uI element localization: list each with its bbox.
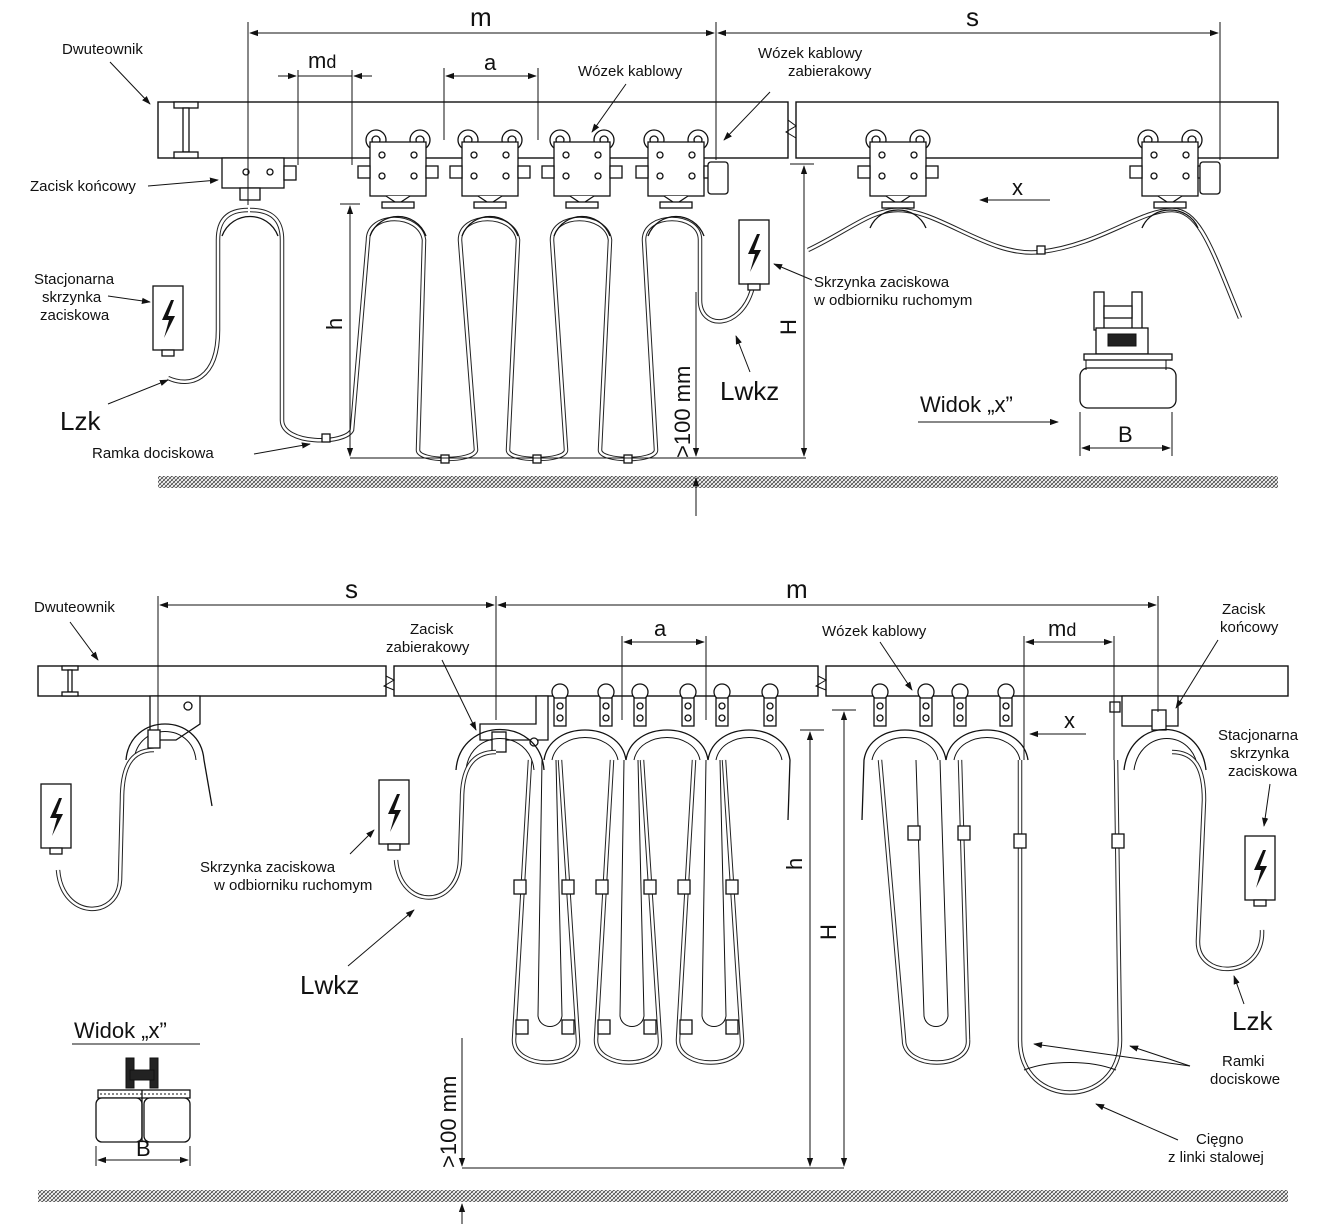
top-dim-s: s [966, 2, 979, 32]
bottom-label-ciegno-1: Cięgno [1196, 1131, 1244, 1148]
bottom-label-ramki-2: dociskowe [1210, 1071, 1280, 1088]
bottom-end-clamp [1109, 695, 1179, 731]
top-ground [158, 476, 1278, 488]
top-label-stac-2: skrzynka [42, 289, 102, 306]
bottom-dim-x: x [1064, 708, 1075, 733]
top-label-dwuteownik: Dwuteownik [62, 41, 143, 58]
top-dim-x: x [1012, 175, 1023, 200]
top-label-skrzynka-1: Skrzynka zaciskowa [814, 274, 950, 291]
bottom-label-wozek-kablowy: Wózek kablowy [822, 623, 927, 640]
top-cable-trolley-3 [541, 129, 623, 209]
bottom-i-beam [37, 665, 387, 697]
bottom-trolley-5 [713, 683, 731, 727]
top-label-stac-1: Stacjonarna [34, 271, 115, 288]
top-dim-h: h [322, 318, 347, 330]
bottom-label-skrzynka-2: w odbiorniku ruchomym [213, 877, 372, 894]
top-mobile-terminal-box [738, 219, 770, 291]
top-dim-min100: >100 mm [670, 366, 695, 458]
bottom-label-lzk: Lzk [1232, 1006, 1273, 1036]
bottom-trolley-9 [951, 683, 969, 727]
bottom-festoon-cable-2 [877, 759, 1123, 1095]
bottom-label-dwuteownik: Dwuteownik [34, 599, 115, 616]
top-end-clamp [221, 157, 297, 201]
bottom-trolley-2 [597, 683, 615, 727]
bottom-label-ramki-1: Ramki [1222, 1053, 1265, 1070]
bottom-towing-clamp [479, 695, 549, 753]
top-festoon-cable [167, 207, 1243, 464]
bottom-diagram: s m a md x h H >100 mm [34, 574, 1299, 1224]
top-towing-trolley [635, 129, 717, 209]
bottom-trolley-10 [997, 683, 1015, 727]
top-view-x-drawing [1079, 291, 1177, 456]
bottom-label-zacisk-konc-2: końcowy [1220, 619, 1279, 636]
bottom-label-stac-1: Stacjonarna [1218, 727, 1299, 744]
bottom-label-lwkz: Lwkz [300, 970, 359, 1000]
top-label-zacisk-koncowy: Zacisk końcowy [30, 178, 136, 195]
bottom-clamp-frames [513, 825, 1125, 1035]
top-label-wozek-kablowy: Wózek kablowy [578, 63, 683, 80]
bottom-view-x-drawing [72, 1043, 200, 1166]
top-cable-trolley-1 [357, 129, 439, 209]
bottom-view-x-label: Widok „x” [74, 1018, 167, 1043]
bottom-trolley-1 [551, 683, 569, 727]
bottom-dim-H: H [816, 924, 841, 940]
bottom-dim-h: h [782, 858, 807, 870]
top-dim-md: md [308, 48, 336, 73]
bottom-mobile-box-left [40, 783, 72, 855]
top-dim-a: a [484, 50, 497, 75]
top-label-ramka: Ramka dociskowa [92, 445, 214, 462]
top-i-beam-profile [173, 101, 199, 159]
bottom-trolley-7 [871, 683, 889, 727]
bottom-i-beam-profile [61, 665, 79, 697]
top-label-lzk: Lzk [60, 406, 101, 436]
bottom-label-zacisk-zab-1: Zacisk [410, 621, 454, 638]
top-label-wozek-zab-1: Wózek kablowy [758, 45, 863, 62]
top-dim-H: H [776, 319, 801, 335]
bottom-label-zacisk-zab-2: zabierakowy [386, 639, 470, 656]
bottom-festoon-cable-1 [511, 759, 745, 1065]
top-label-lwkz: Lwkz [720, 376, 779, 406]
top-diagram: m s md a h H >100 mm x [30, 2, 1279, 516]
bottom-dim-min100: >100 mm [436, 1076, 461, 1168]
bottom-label-stac-2: skrzynka [1230, 745, 1290, 762]
bottom-label-stac-3: zaciskowa [1228, 763, 1298, 780]
top-cable-trolley-2 [449, 129, 531, 209]
bottom-dim-B: B [136, 1136, 151, 1161]
top-dim-m: m [470, 2, 492, 32]
bottom-ground [38, 1190, 1288, 1202]
top-dim-B: B [1118, 422, 1133, 447]
bottom-trolley-4 [679, 683, 697, 727]
bottom-label-zacisk-konc-1: Zacisk [1222, 601, 1266, 618]
bottom-mobile-terminal-box [378, 779, 410, 851]
bottom-dim-a: a [654, 616, 667, 641]
bottom-trolley-6 [761, 683, 779, 727]
top-trolley-right-1 [857, 129, 939, 209]
bottom-label-skrzynka-1: Skrzynka zaciskowa [200, 859, 336, 876]
top-label-stac-3: zaciskowa [40, 307, 110, 324]
bottom-stationary-terminal-box [1244, 835, 1276, 907]
bottom-trolley-8 [917, 683, 935, 727]
top-stationary-terminal-box [152, 285, 184, 357]
bottom-label-ciegno-2: z linki stalowej [1168, 1149, 1264, 1166]
top-view-x-label: Widok „x” [920, 392, 1013, 417]
bottom-dim-md: md [1048, 616, 1076, 641]
bottom-dim-s: s [345, 574, 358, 604]
bottom-dim-m: m [786, 574, 808, 604]
top-trolley-right-2 [1129, 129, 1211, 209]
bottom-trolley-3 [631, 683, 649, 727]
top-label-skrzynka-2: w odbiorniku ruchomym [813, 292, 972, 309]
top-label-wozek-zab-2: zabierakowy [788, 63, 872, 80]
